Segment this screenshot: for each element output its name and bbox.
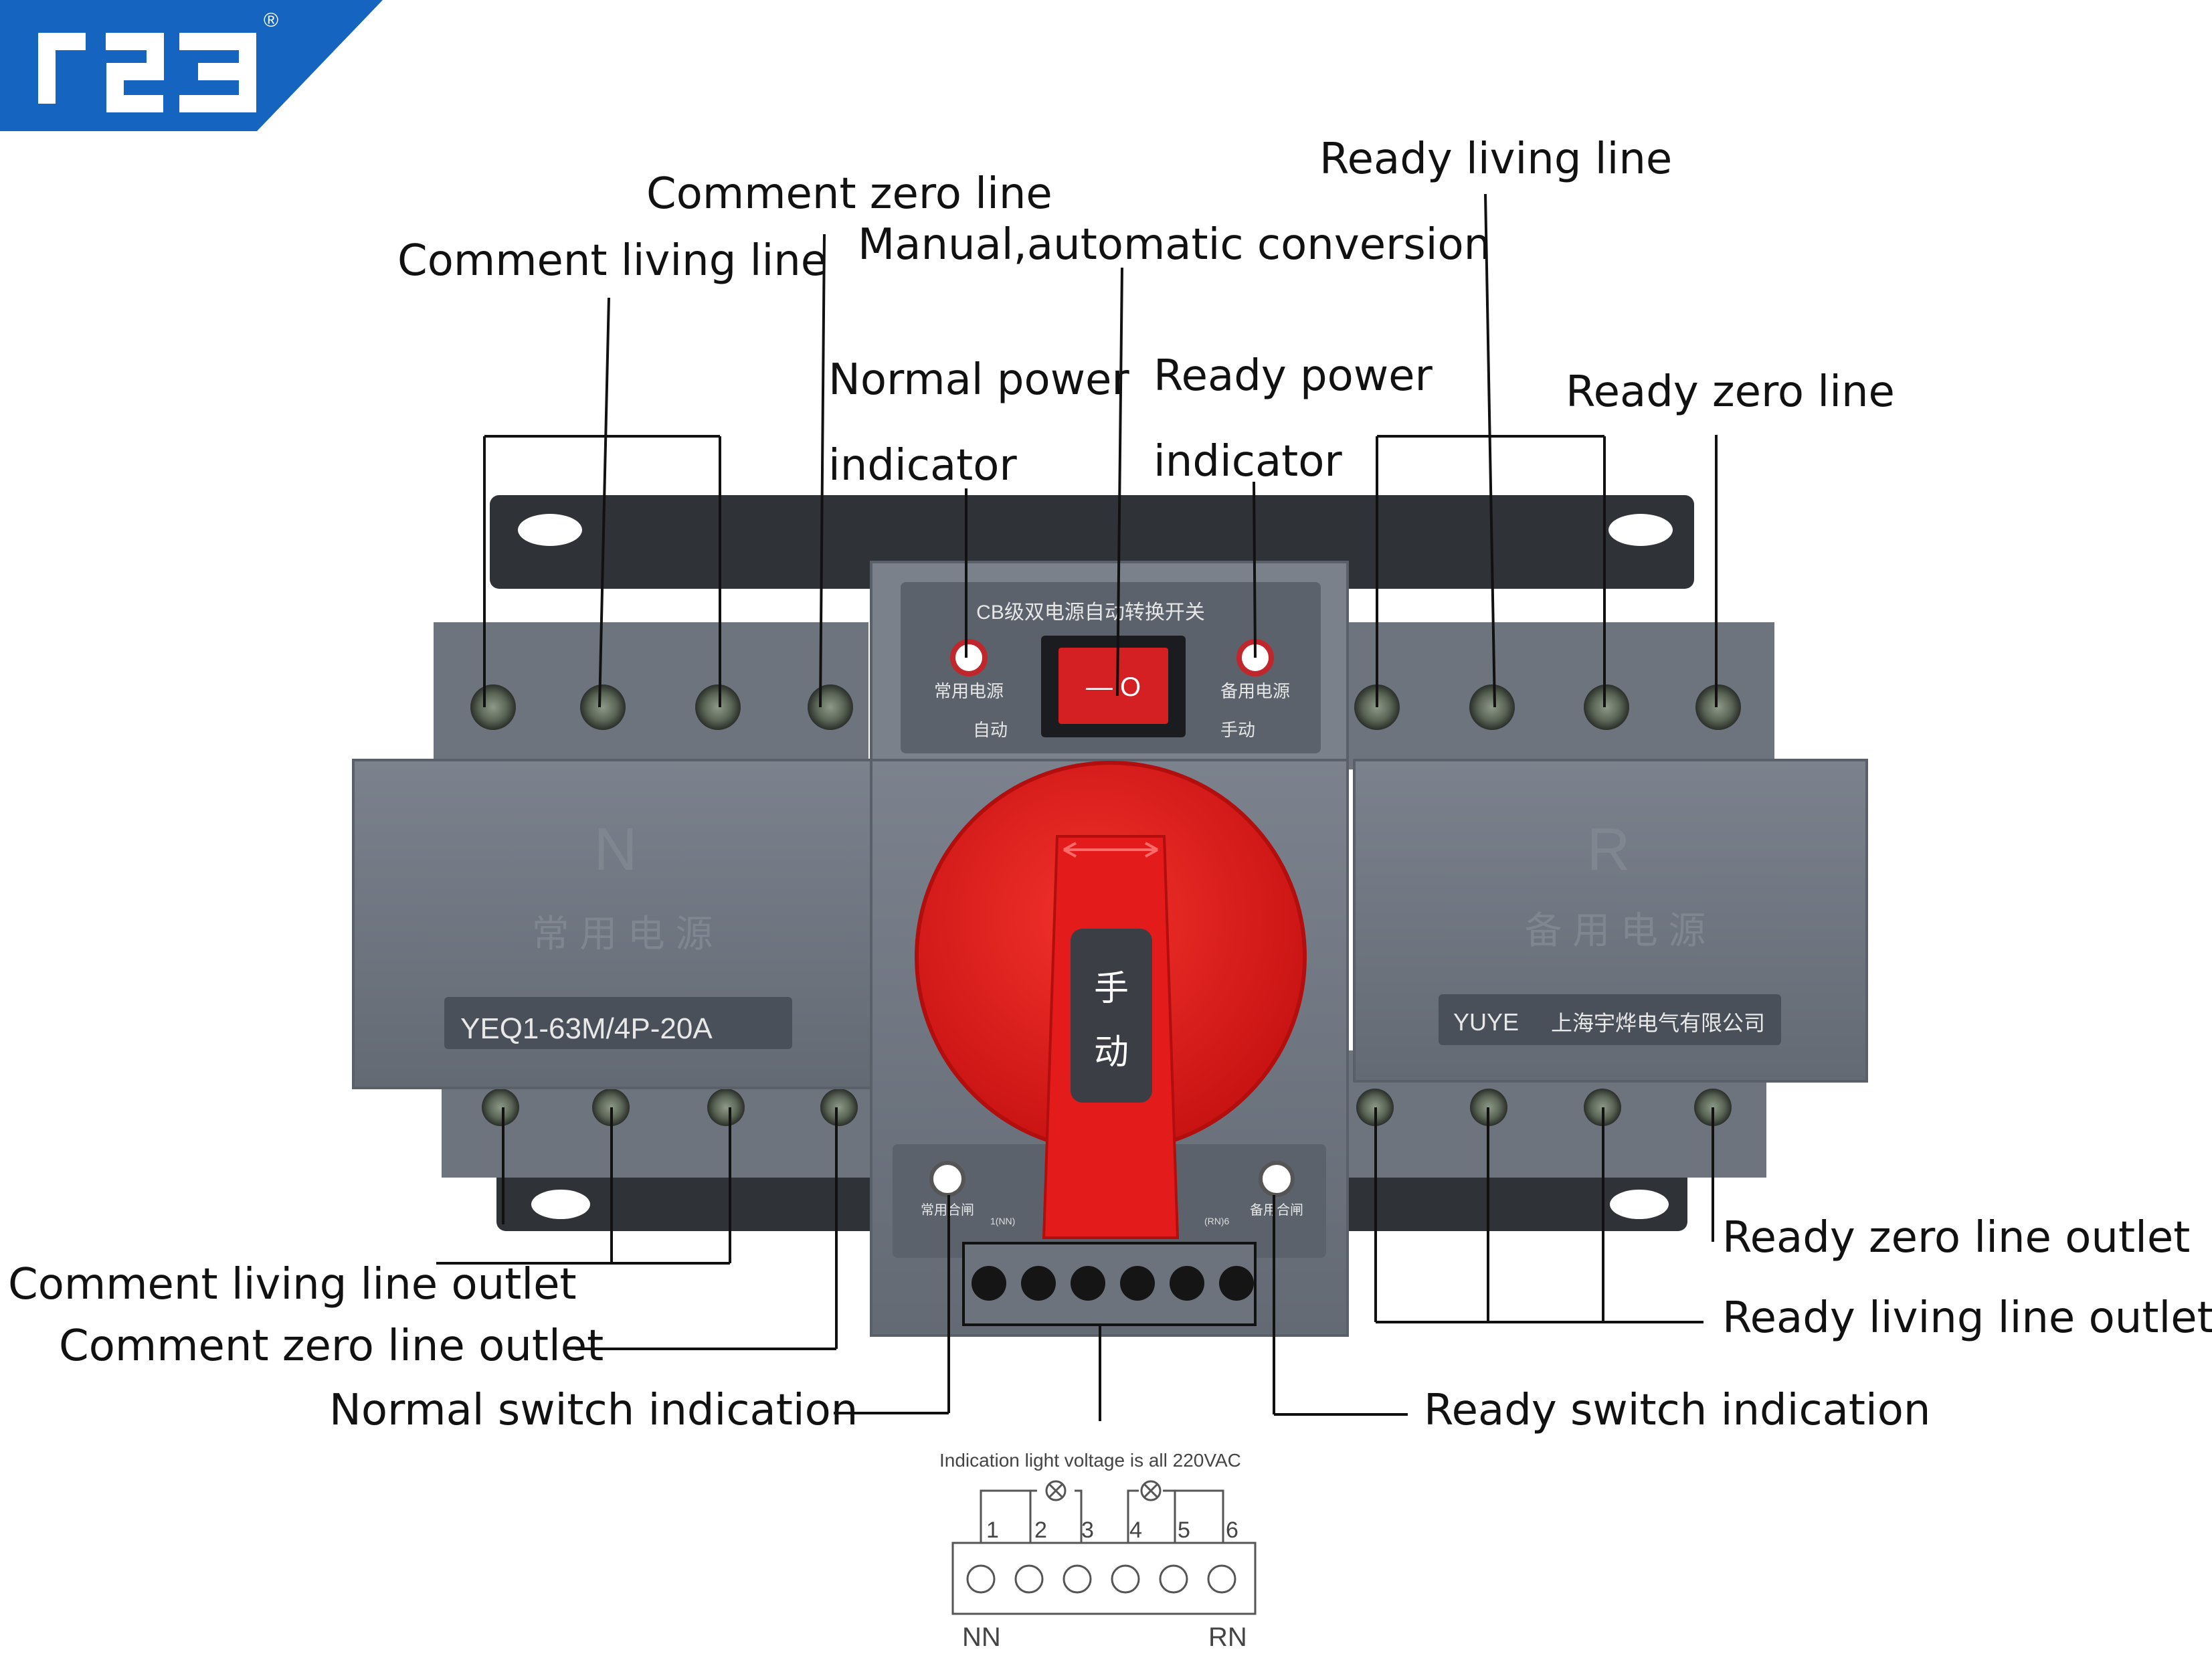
terminal-note-right: (RN)6	[1204, 1216, 1230, 1226]
callout-normal-power-indicator-line2: indicator	[828, 441, 1017, 490]
terminal-label-6: 6	[1226, 1517, 1238, 1543]
terminal-label-2: 2	[1034, 1517, 1047, 1543]
company-name: 上海宇烨电气有限公司	[1551, 1011, 1765, 1035]
registered-mark: ®	[264, 9, 278, 31]
indicator-wiring-diagram: Indication light voltage is all 220VAC 1…	[939, 1450, 1257, 1652]
right-letter: R	[1587, 816, 1631, 883]
terminal-label-1: 1	[986, 1517, 999, 1543]
normal-switch-indicator-led	[929, 1161, 965, 1197]
callout-ready-living-line-outlet: Ready living line outlet	[1722, 1293, 2212, 1343]
callout-leader-lines	[436, 193, 1718, 1421]
top-panel-title: CB级双电源自动转换开关	[976, 602, 1205, 624]
right-subtitle: 备 用 电 源	[1525, 909, 1706, 951]
brand-name: YUYE	[1453, 1008, 1519, 1036]
left-subtitle: 常 用 电 源	[532, 913, 713, 955]
terminal-label-5: 5	[1178, 1517, 1190, 1543]
indication-terminal-block	[962, 1242, 1257, 1326]
model-number: YEQ1-63M/4P-20A	[460, 1012, 713, 1045]
terminal-label-4: 4	[1129, 1517, 1142, 1543]
callout-ready-power-indicator-line2: indicator	[1154, 437, 1342, 486]
wiring-title: Indication light voltage is all 220VAC	[939, 1450, 1241, 1471]
callout-manual-automatic-conversion: Manual,automatic conversion	[858, 220, 1491, 270]
callout-comment-living-line-outlet: Comment living line outlet	[8, 1260, 577, 1309]
callout-ready-power-indicator: Ready power	[1154, 351, 1433, 401]
terminal-label-3: 3	[1081, 1517, 1094, 1543]
callout-ready-zero-line-outlet: Ready zero line outlet	[1722, 1213, 2191, 1263]
left-letter: N	[594, 816, 638, 883]
handle-char-bottom: 动	[1094, 1033, 1129, 1072]
ready-power-label: 备用电源	[1220, 681, 1290, 701]
transfer-switch-device: N 常 用 电 源 YEQ1-63M/4P-20A R 备 用 电 源 YUYE…	[352, 495, 1868, 1337]
manual-label: 手动	[1220, 720, 1255, 740]
callout-normal-switch-indication: Normal switch indication	[329, 1386, 858, 1435]
ready-switch-indicator-led	[1259, 1161, 1295, 1197]
wiring-group-rn: RN	[1208, 1623, 1247, 1652]
callout-comment-zero-line-outlet: Comment zero line outlet	[59, 1321, 604, 1371]
bottom-right-label: 备用合闸	[1250, 1202, 1303, 1218]
callout-comment-zero-line: Comment zero line	[646, 169, 1052, 219]
callout-ready-living-line: Ready living line	[1319, 134, 1673, 184]
normal-power-label: 常用电源	[934, 681, 1004, 701]
manual-handle: 手 动	[915, 761, 1307, 1239]
wiring-group-nn: NN	[962, 1623, 1001, 1652]
brand-logo: ®	[0, 0, 383, 131]
callout-normal-power-indicator: Normal power	[828, 355, 1129, 405]
callout-ready-switch-indication: Ready switch indication	[1424, 1386, 1931, 1435]
terminal-note-left: 1(NN)	[990, 1216, 1015, 1226]
auto-label: 自动	[973, 720, 1008, 740]
normal-power-indicator-led	[950, 639, 988, 676]
rocker-symbols: — O	[1086, 672, 1141, 702]
callout-ready-zero-line: Ready zero line	[1566, 367, 1895, 417]
indication-terminal-holes	[972, 1266, 1254, 1301]
callout-comment-living-line: Comment living line	[397, 236, 828, 286]
top-terminal-screws	[470, 684, 1741, 730]
handle-char-top: 手	[1094, 969, 1129, 1008]
